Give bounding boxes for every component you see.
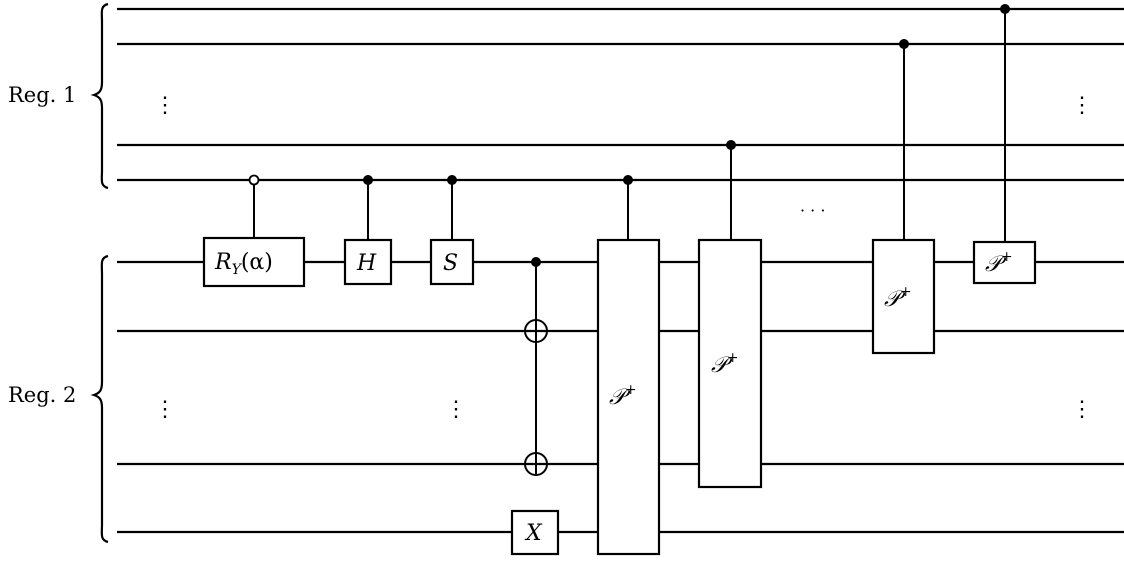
p-plus-gate-3: 𝒫+	[871, 238, 936, 355]
s-gate: S	[429, 238, 475, 286]
svg-text:X: X	[524, 521, 543, 546]
register-2-label: Reg. 2	[8, 383, 76, 407]
vertical-ellipsis: ⋮	[1071, 397, 1093, 422]
control-dot	[623, 175, 633, 185]
svg-text:H: H	[356, 251, 377, 276]
vertical-ellipsis: ⋮	[154, 93, 176, 118]
register-1-label: Reg. 1	[8, 83, 76, 107]
x-gate: X	[510, 509, 560, 556]
svg-text:S: S	[443, 251, 458, 276]
open-control-dot	[248, 174, 260, 186]
register-2-brace	[90, 254, 109, 544]
cnot-target-2	[524, 452, 548, 476]
control-dot	[1000, 4, 1010, 14]
h-gate: H	[343, 238, 393, 286]
register-1-wires	[117, 7, 1124, 182]
horizontal-ellipsis: · · ·	[800, 201, 825, 220]
p-plus-gate-1: 𝒫+	[596, 238, 661, 556]
vertical-ellipsis: ⋮	[1071, 93, 1093, 118]
vertical-ellipsis: ⋮	[154, 397, 176, 422]
control-dot	[447, 175, 457, 185]
p-plus-gate-4: 𝒫+	[972, 240, 1037, 285]
cnot-target-1	[524, 319, 548, 343]
control-dot	[899, 39, 909, 49]
control-dot	[363, 175, 373, 185]
p-plus-gate-2: 𝒫+	[697, 238, 763, 489]
vertical-ellipsis: ⋮	[445, 397, 467, 422]
ry-gate: RY(α)	[202, 236, 306, 288]
register-1-brace	[90, 2, 109, 190]
svg-text:RY(α): RY(α)	[214, 250, 273, 278]
control-dot	[531, 257, 541, 267]
control-dot	[726, 140, 736, 150]
